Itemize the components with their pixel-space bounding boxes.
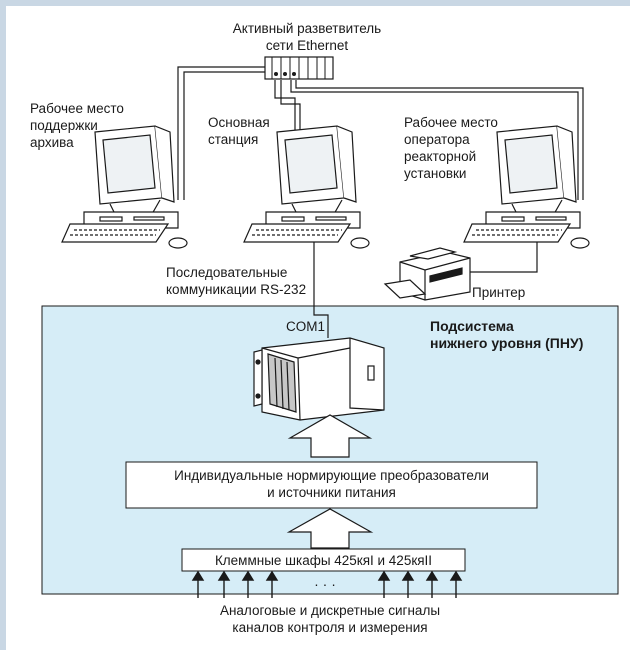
ethernet-switch-icon	[264, 56, 334, 80]
main-station-label-line-1: Основная	[208, 115, 270, 130]
controller-icon	[253, 337, 385, 421]
subsystem-label: Подсистема нижнего уровня (ПНУ)	[430, 318, 583, 352]
operator-ws-label-line-4: установки	[404, 166, 467, 181]
main-station-computer-icon	[243, 125, 370, 249]
operator-ws-label-line-3: реакторной	[404, 149, 477, 164]
converters-label-line-1: Индивидуальные нормирующие преобразовате…	[174, 468, 489, 483]
converters-box	[125, 461, 538, 509]
operator-ws-label: Рабочее место оператора реакторной устан…	[404, 114, 498, 182]
network-cables	[177, 66, 584, 338]
converters-label-line-2: и источники питания	[267, 485, 396, 500]
printer-label: Принтер	[472, 285, 526, 300]
printer-icon	[383, 247, 471, 301]
archive-computer-icon	[61, 125, 188, 249]
up-arrow-to-controller	[287, 414, 373, 458]
switch-label-line-1: Активный разветвитель	[232, 21, 382, 36]
signal-arrows	[191, 570, 463, 598]
subsystem-label-line-2: нижнего уровня (ПНУ)	[430, 335, 584, 351]
switch-label: Активный разветвитель сети Ethernet	[212, 20, 402, 54]
archive-ws-label-line-2: поддержки	[30, 118, 98, 133]
signals-label-line-2: каналов контроля и измерения	[232, 620, 428, 635]
archive-ws-label: Рабочее место поддержки архива	[30, 100, 124, 151]
operator-computer-icon	[463, 125, 590, 249]
main-station-label: Основная станция	[208, 114, 270, 148]
signals-label: Аналоговые и дискретные сигналы каналов …	[170, 602, 490, 636]
archive-ws-label-line-1: Рабочее место	[30, 101, 124, 116]
switch-label-line-2: сети Ethernet	[265, 38, 349, 53]
com1-label: COM1	[286, 319, 326, 334]
serial-label-line-2: коммуникации RS-232	[166, 282, 307, 297]
up-arrow-to-converters	[286, 508, 374, 549]
operator-ws-label-line-2: оператора	[404, 132, 470, 147]
converters-label: Индивидуальные нормирующие преобразовате…	[126, 467, 537, 501]
signals-label-line-1: Аналоговые и дискретные сигналы	[219, 603, 441, 618]
archive-ws-label-line-3: архива	[30, 135, 74, 150]
serial-label: Последовательные коммуникации RS-232	[166, 264, 306, 298]
terminal-cabinets-box	[181, 548, 466, 572]
main-station-label-line-2: станция	[208, 132, 259, 147]
operator-ws-label-line-1: Рабочее место	[404, 115, 498, 130]
cabinets-label: Клеммные шкафы 425кяI и 425кяII	[214, 553, 433, 568]
serial-label-line-1: Последовательные	[166, 265, 288, 280]
subsystem-label-line-1: Подсистема	[430, 318, 514, 334]
ellipsis-dots: · · ·	[314, 576, 336, 592]
